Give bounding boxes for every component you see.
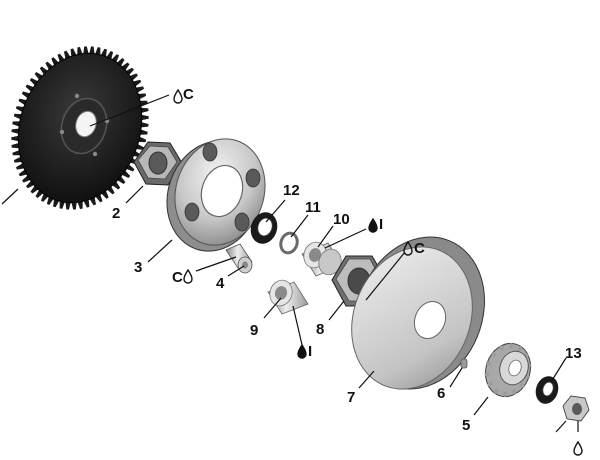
leader-12 xyxy=(265,199,286,223)
callout-4: 4 xyxy=(216,275,225,292)
washer-13 xyxy=(535,376,559,404)
leader-bushing9-lube xyxy=(292,305,304,350)
clutch-hub-3 xyxy=(166,138,266,252)
gear-tooth xyxy=(59,201,65,209)
leader-bolt-lube xyxy=(195,256,237,272)
leader-ring-gear-lube xyxy=(89,94,170,127)
gear-tooth xyxy=(65,202,71,210)
gear-tooth xyxy=(70,48,77,57)
gear-tooth xyxy=(519,382,525,389)
gear-tooth xyxy=(13,113,22,120)
gear-tooth xyxy=(77,47,83,55)
gear-tooth xyxy=(12,150,20,156)
oil-drop-icon xyxy=(297,343,307,359)
leader-2 xyxy=(125,185,144,204)
callout-13: 13 xyxy=(565,345,582,362)
gear-tooth xyxy=(101,48,107,57)
leader-nut13 xyxy=(555,420,567,433)
gear-tooth xyxy=(485,361,492,367)
callout-12: 12 xyxy=(283,182,300,199)
oil-drop-icon xyxy=(368,217,378,233)
callout-5: 5 xyxy=(462,417,470,434)
gear-tooth xyxy=(141,114,149,121)
ring-11 xyxy=(279,231,299,255)
leader-7 xyxy=(358,370,375,389)
gear-tooth xyxy=(140,129,148,135)
bushing-9 xyxy=(267,279,309,315)
leader-8 xyxy=(328,300,345,321)
callout-10: 10 xyxy=(333,211,350,228)
bushing-10 xyxy=(301,241,343,277)
gear-tooth xyxy=(141,107,149,113)
callout-6: 6 xyxy=(437,385,445,402)
gear-tooth xyxy=(83,46,89,54)
callout-11: 11 xyxy=(305,199,321,216)
leader-bushing10-lube xyxy=(324,228,367,249)
callout-3: 3 xyxy=(134,259,142,276)
gear-tooth xyxy=(11,135,19,142)
leader-10 xyxy=(317,225,334,248)
lube-code-bushing-9: I xyxy=(308,343,312,360)
gear-tooth xyxy=(516,346,523,353)
gear-tooth xyxy=(508,343,513,349)
leader-9 xyxy=(263,297,282,319)
drum-7 xyxy=(351,236,485,390)
gear-tooth xyxy=(18,98,27,105)
leader-11 xyxy=(290,214,309,238)
lube-code-bolt: C xyxy=(172,269,183,286)
gear-tooth xyxy=(12,121,20,127)
gear-tooth xyxy=(499,345,505,352)
gear-tooth xyxy=(16,163,24,170)
pin-6 xyxy=(460,358,468,369)
gear-tooth xyxy=(491,351,497,358)
gear-tooth xyxy=(13,157,22,163)
callout-2: 2 xyxy=(112,205,120,222)
washer-12 xyxy=(250,212,278,244)
gear-tooth xyxy=(138,93,147,99)
gear-tooth xyxy=(136,86,144,93)
oil-drop-icon xyxy=(183,268,193,284)
gear-tooth xyxy=(89,46,95,54)
oil-drop-icon xyxy=(173,88,183,104)
leader-1 xyxy=(1,188,19,205)
leader-5 xyxy=(473,396,489,416)
sprocket-5 xyxy=(484,342,532,398)
gear-tooth xyxy=(511,388,517,395)
gear-tooth xyxy=(484,371,490,377)
gear-tooth xyxy=(77,201,83,209)
leader-13 xyxy=(550,357,567,383)
gear-tooth xyxy=(140,100,148,106)
hex-nut-2 xyxy=(133,141,183,186)
gear-tooth xyxy=(83,199,90,208)
lube-code-bushing-10: I xyxy=(379,216,383,233)
gear-tooth xyxy=(138,136,147,143)
gear-tooth xyxy=(11,128,19,134)
bolt-4 xyxy=(225,243,253,274)
leader-3 xyxy=(147,239,173,263)
gear-tooth xyxy=(493,387,500,394)
callout-7: 7 xyxy=(347,389,355,406)
leader-6 xyxy=(449,367,463,388)
gear-tooth xyxy=(487,380,493,387)
gear-tooth xyxy=(503,391,508,397)
callout-8: 8 xyxy=(316,321,324,338)
oil-drop-icon xyxy=(403,240,413,256)
lube-code-nut-8: C xyxy=(414,240,425,257)
lube-code-ring-gear: C xyxy=(183,86,194,103)
gear-tooth xyxy=(11,143,19,149)
gear-tooth xyxy=(71,202,77,210)
leader-4 xyxy=(227,265,245,277)
gear-tooth xyxy=(95,47,101,55)
ring-gear xyxy=(11,46,149,210)
nut-13 xyxy=(562,395,590,422)
gear-tooth xyxy=(53,199,59,208)
gear-tooth xyxy=(15,106,24,112)
oil-drop-icon xyxy=(573,440,583,456)
callout-9: 9 xyxy=(250,322,258,339)
gear-tooth xyxy=(141,122,149,128)
gear-tooth xyxy=(136,144,145,150)
leader-nut8-lube xyxy=(365,251,406,301)
